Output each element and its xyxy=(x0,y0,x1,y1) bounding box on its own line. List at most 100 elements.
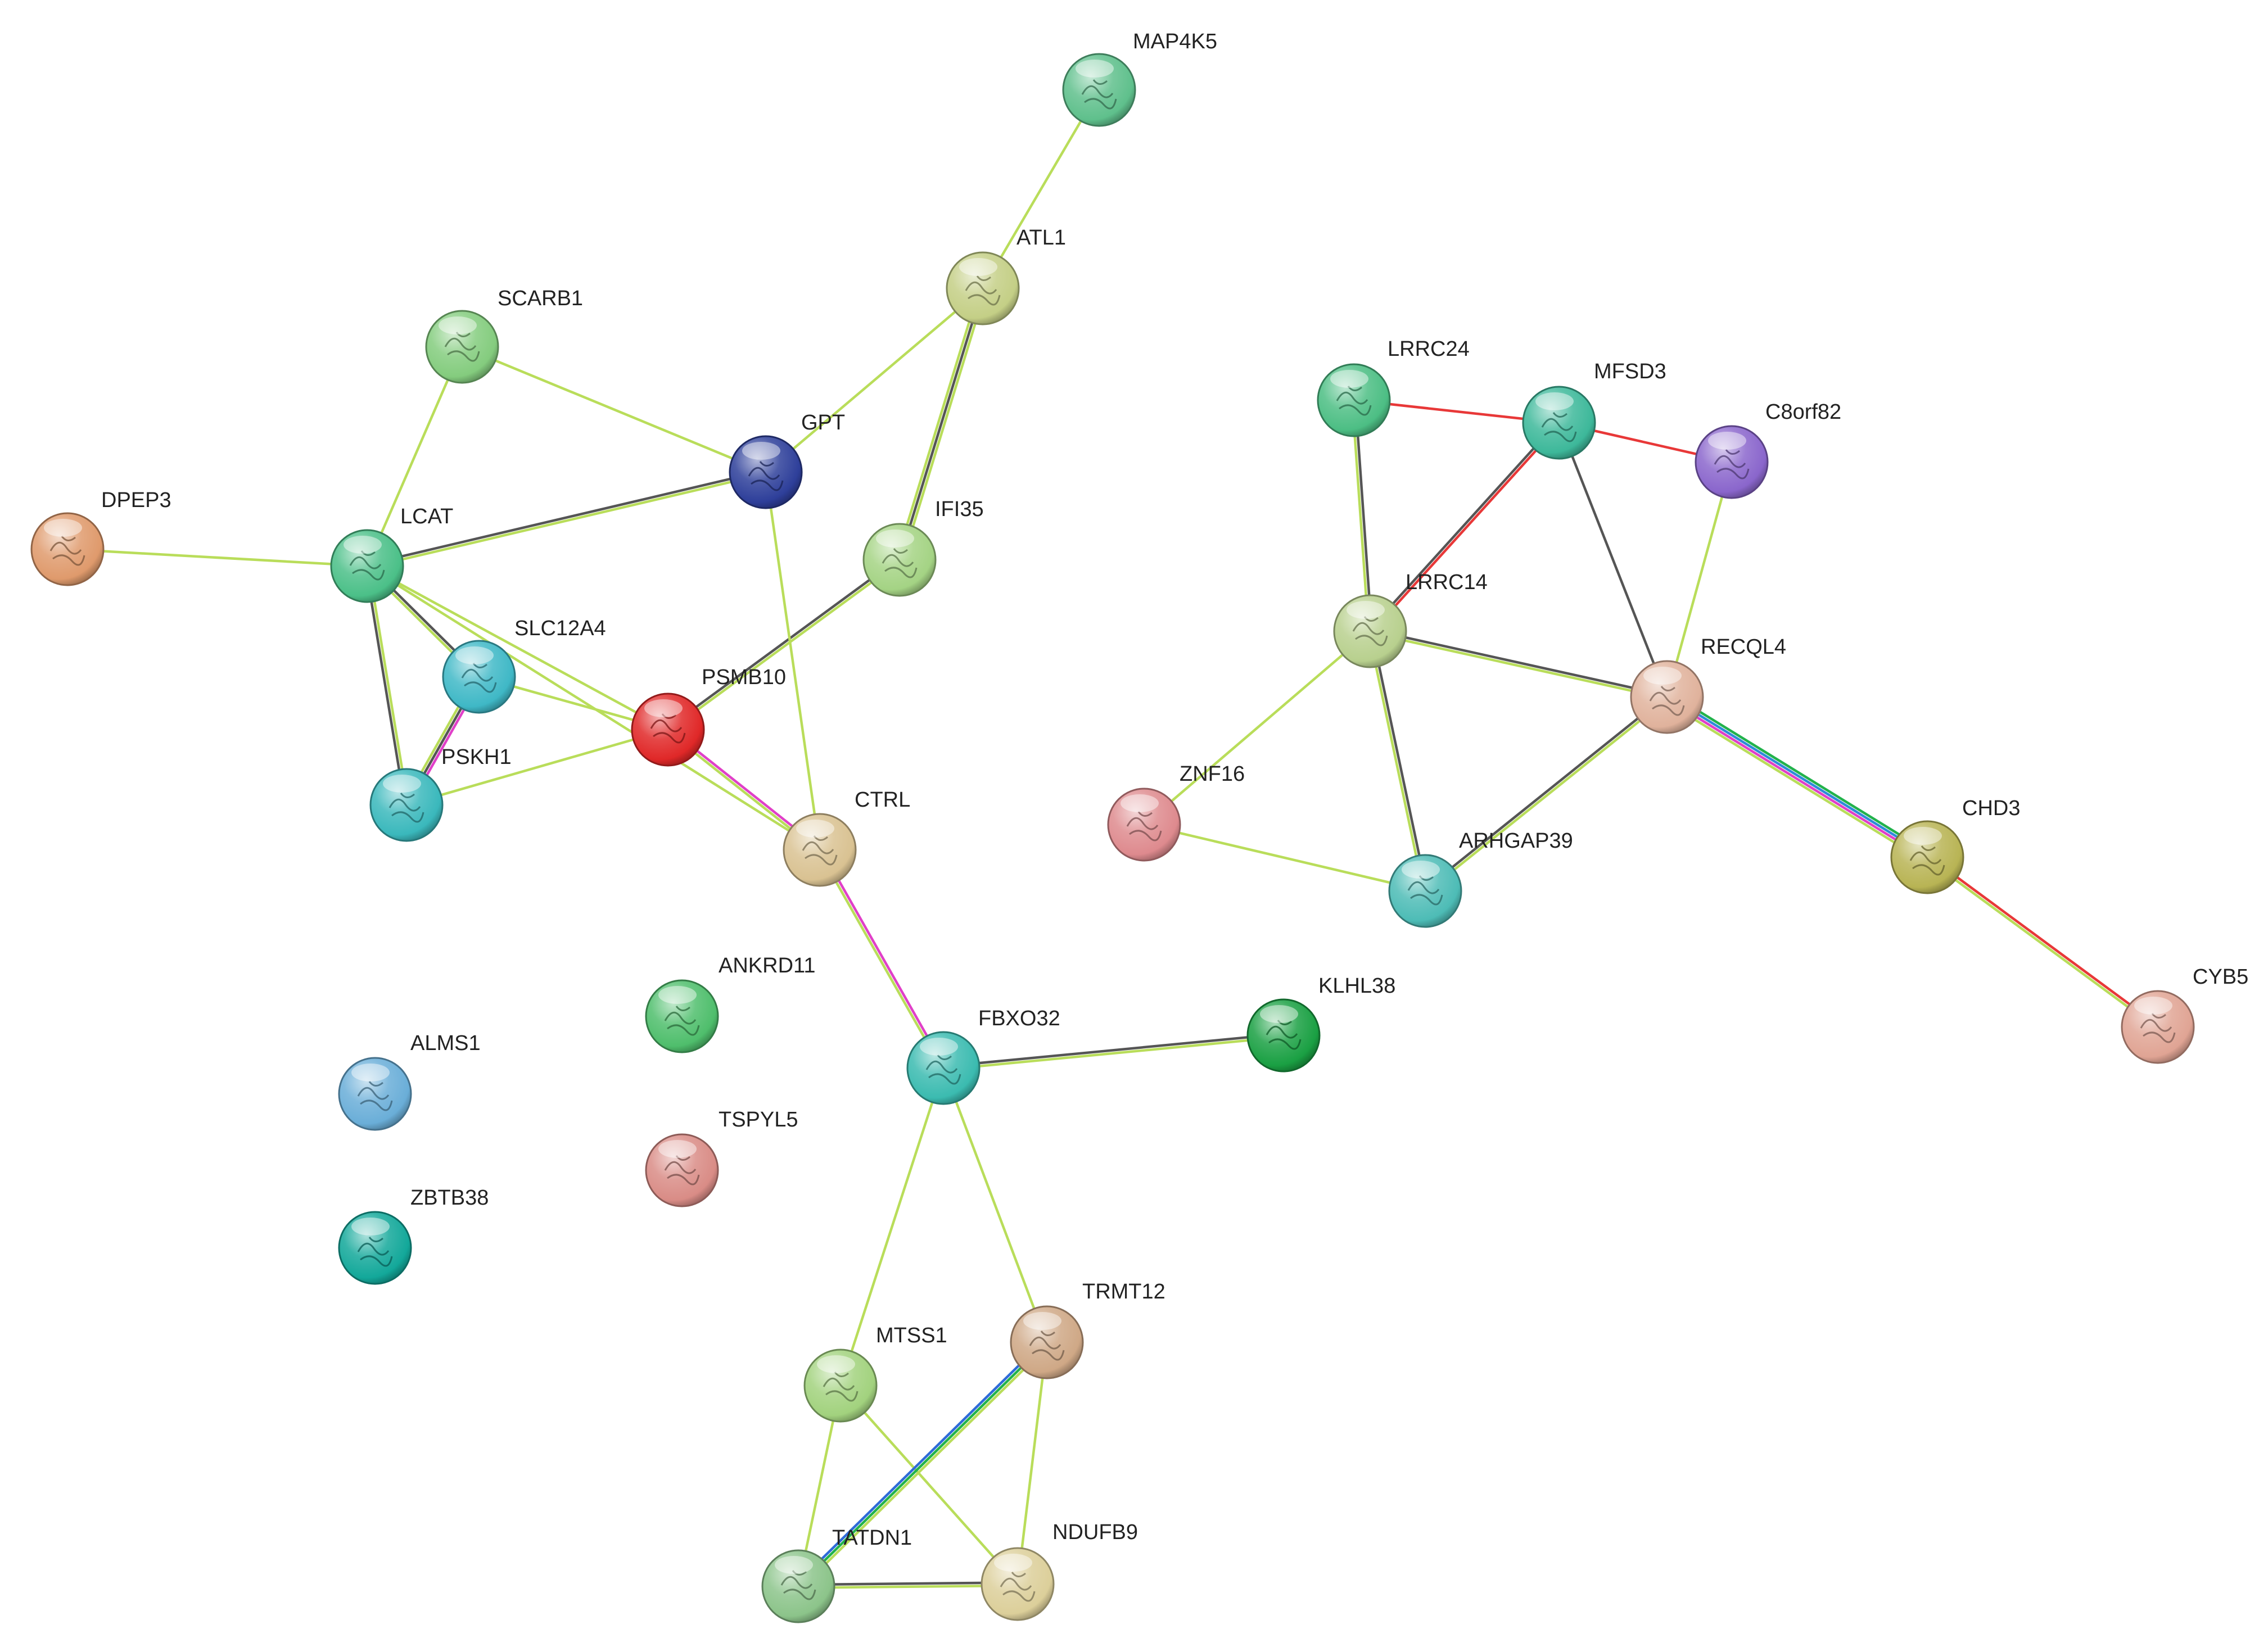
protein-structure-icon xyxy=(1649,686,1685,716)
edge-line xyxy=(942,1033,1285,1068)
node-pskh1[interactable]: PSKH1 xyxy=(369,745,512,842)
node-sphere[interactable] xyxy=(1890,820,1964,894)
node-sphere[interactable] xyxy=(645,979,719,1053)
edge-line xyxy=(1354,399,1373,633)
protein-structure-icon xyxy=(461,663,497,693)
edge-psmb10-ifi35 xyxy=(666,557,902,732)
protein-structure-icon xyxy=(388,793,424,823)
node-sphere[interactable] xyxy=(645,1133,719,1207)
node-recql4[interactable]: RECQL4 xyxy=(1630,635,1786,734)
node-gloss xyxy=(775,1556,813,1574)
node-ankrd11[interactable]: ANKRD11 xyxy=(645,954,815,1053)
edge-line xyxy=(367,564,409,806)
node-sphere[interactable] xyxy=(1062,53,1136,127)
node-dpep3[interactable]: DPEP3 xyxy=(30,488,171,586)
node-lrrc14[interactable]: LRRC14 xyxy=(1333,571,1488,668)
node-gloss xyxy=(383,775,421,793)
node-label: MAP4K5 xyxy=(1133,30,1217,53)
node-slc12a4[interactable]: SLC12A4 xyxy=(442,617,606,714)
edge-znf16-arhgap39 xyxy=(1142,823,1427,893)
edge-pskh1-psmb10 xyxy=(405,728,670,807)
node-ndufb9[interactable]: NDUFB9 xyxy=(981,1521,1138,1621)
edge-lrrc14-recql4 xyxy=(1368,628,1669,700)
protein-structure-icon xyxy=(664,1155,700,1186)
node-gloss xyxy=(1708,432,1746,450)
node-label: GPT xyxy=(801,411,845,435)
node-alms1[interactable]: ALMS1 xyxy=(338,1031,481,1131)
edge-line xyxy=(895,286,981,560)
node-label: NDUFB9 xyxy=(1052,1521,1138,1544)
edge-line xyxy=(667,559,902,732)
node-lcat[interactable]: LCAT xyxy=(330,505,453,603)
edge-mfsd3-recql4 xyxy=(1557,421,1669,699)
node-sphere[interactable] xyxy=(761,1549,835,1623)
node-label: CYB5 xyxy=(2193,965,2248,989)
node-sphere[interactable] xyxy=(1388,854,1462,928)
node-ifi35[interactable]: IFI35 xyxy=(862,497,984,597)
node-gpt[interactable]: GPT xyxy=(729,411,845,509)
edge-line xyxy=(1927,854,2160,1028)
node-gloss xyxy=(1076,60,1114,78)
node-arhgap39[interactable]: ARHGAP39 xyxy=(1388,829,1573,928)
node-map4k5[interactable]: MAP4K5 xyxy=(1062,30,1217,127)
node-fbxo32[interactable]: FBXO32 xyxy=(906,1007,1060,1105)
edge-line xyxy=(1557,421,1669,699)
node-sphere[interactable] xyxy=(330,529,404,603)
node-c8orf82[interactable]: C8orf82 xyxy=(1695,400,1841,499)
node-sphere[interactable] xyxy=(1630,660,1704,734)
node-mfsd3[interactable]: MFSD3 xyxy=(1522,360,1666,460)
protein-structure-icon xyxy=(780,1570,816,1600)
protein-structure-icon xyxy=(650,713,686,744)
node-sphere[interactable] xyxy=(425,310,499,384)
node-sphere[interactable] xyxy=(1010,1305,1084,1379)
node-gloss xyxy=(959,258,997,276)
node-gloss xyxy=(1904,827,1942,845)
edge-chd3-cyb5 xyxy=(1925,854,2160,1030)
node-psmb10[interactable]: PSMB10 xyxy=(631,666,786,767)
node-trmt12[interactable]: TRMT12 xyxy=(1010,1280,1165,1379)
protein-structure-icon xyxy=(1909,845,1945,876)
node-gloss xyxy=(876,530,914,548)
edge-line xyxy=(1423,694,1668,892)
node-tatdn1[interactable]: TATDN1 xyxy=(761,1526,912,1623)
edge-ctrl-fbxo32 xyxy=(817,848,946,1070)
node-chd3[interactable]: CHD3 xyxy=(1890,797,2020,894)
edge-line xyxy=(1668,691,1931,855)
node-zbtb38[interactable]: ZBTB38 xyxy=(338,1186,489,1285)
node-ctrl[interactable]: CTRL xyxy=(783,788,910,887)
edge-line xyxy=(1367,630,1425,893)
node-sphere[interactable] xyxy=(338,1211,412,1285)
edge-lcat-gpt xyxy=(365,469,767,569)
edge-line xyxy=(365,345,464,568)
edge-line xyxy=(839,1384,1019,1586)
node-gloss xyxy=(658,1140,697,1158)
node-atl1[interactable]: ATL1 xyxy=(946,226,1066,325)
protein-structure-icon xyxy=(1541,412,1577,442)
node-sphere[interactable] xyxy=(729,435,803,509)
protein-structure-icon xyxy=(1000,1572,1036,1602)
node-sphere[interactable] xyxy=(1333,594,1407,668)
node-lrrc24[interactable]: LRRC24 xyxy=(1317,337,1470,437)
node-label: CHD3 xyxy=(1962,797,2020,820)
node-tspyl5[interactable]: TSPYL5 xyxy=(645,1108,798,1207)
edge-dpep3-lcat xyxy=(66,548,369,568)
node-sphere[interactable] xyxy=(631,693,705,767)
node-scarb1[interactable]: SCARB1 xyxy=(425,287,583,384)
node-cyb5[interactable]: CYB5 xyxy=(2121,965,2248,1064)
node-sphere[interactable] xyxy=(1522,386,1596,460)
node-label: MFSD3 xyxy=(1594,360,1666,383)
node-label: ZBTB38 xyxy=(410,1186,489,1210)
edge-lcat-psmb10 xyxy=(365,564,670,731)
protein-structure-icon xyxy=(823,1372,859,1402)
node-label: PSKH1 xyxy=(441,745,512,769)
edge-line xyxy=(898,287,984,562)
node-mtss1[interactable]: MTSS1 xyxy=(803,1324,947,1423)
node-sphere[interactable] xyxy=(1246,998,1321,1073)
node-znf16[interactable]: ZNF16 xyxy=(1107,762,1245,862)
protein-structure-icon xyxy=(1029,1331,1065,1361)
edge-line xyxy=(1351,399,1370,633)
node-sphere[interactable] xyxy=(862,523,937,597)
node-gloss xyxy=(2134,997,2172,1015)
node-klhl38[interactable]: KLHL38 xyxy=(1246,974,1395,1073)
edge-lrrc14-arhgap39 xyxy=(1367,630,1428,893)
